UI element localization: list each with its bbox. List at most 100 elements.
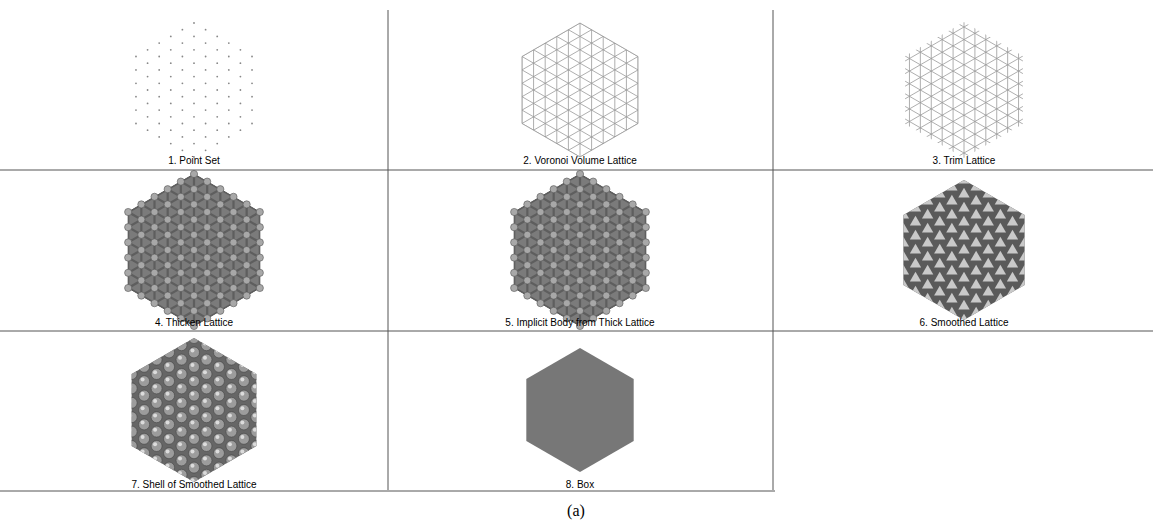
strut [0,0,454,218]
node-sphere [217,186,224,193]
shell-highlight [166,435,170,439]
node-sphere [590,300,597,307]
strut [704,0,1153,227]
point [228,82,230,84]
strut [0,0,454,233]
smooth-bump [970,223,981,233]
box-solid [526,348,633,472]
shell-highlight [178,413,182,417]
node-sphere [642,269,649,276]
strut [338,34,340,527]
point [170,76,172,78]
shell-highlight [178,471,182,475]
shell-bump [213,390,224,401]
shell-bump [189,333,200,344]
strut [320,267,840,527]
strut [320,0,840,200]
point [181,82,183,84]
node-sphere [629,246,636,253]
node-sphere [642,224,649,231]
strut [0,9,454,309]
point [170,116,172,118]
strut [320,0,840,294]
shell-highlight [191,392,195,396]
node-sphere [511,254,518,261]
strut [843,0,844,321]
shell-bump [213,361,224,372]
shell-highlight [166,406,170,410]
strut [320,206,840,506]
strut [0,0,454,294]
shell-bump [238,390,249,401]
node-sphere [629,277,636,284]
node-sphere [177,284,184,291]
node-sphere [243,292,250,299]
shell-bump [176,412,187,423]
node-sphere [217,262,224,269]
shell-bump [126,441,137,452]
node-sphere [563,193,570,200]
shell-highlight [141,421,145,425]
smooth-bump [946,293,957,303]
node-sphere [230,254,237,261]
strut [0,54,454,354]
node-sphere [190,201,197,208]
smooth-bump [922,293,933,303]
strut [320,54,840,354]
point [193,116,195,118]
shell-bump [226,383,237,394]
node-sphere [603,231,610,238]
smooth-bump [1019,251,1030,261]
shell-highlight [191,406,195,410]
lattice-struts [704,0,1153,466]
strut [920,0,921,365]
node-sphere [629,216,636,223]
node-sphere [164,277,171,284]
strut [320,7,840,307]
node-sphere [204,178,211,185]
node-sphere [190,231,197,238]
point [158,136,160,138]
smooth-bump [910,202,921,212]
node-sphere [256,224,263,231]
node-sphere [511,269,518,276]
shell-highlight [203,341,207,345]
smooth-bump [958,258,969,268]
lattice-nodes [511,170,650,329]
shell-highlight [203,370,207,374]
point [181,136,183,138]
point [181,96,183,98]
strut [320,24,840,324]
strut [320,0,840,218]
strut [704,0,1153,101]
strut [0,237,454,527]
node-sphere [616,224,623,231]
shell-bump [164,347,175,358]
shell-bump [201,455,212,466]
node-sphere [603,201,610,208]
shell-bump [139,448,150,459]
strut [298,11,300,527]
shell-highlight [203,385,207,389]
strut [320,0,840,79]
point [193,22,195,24]
shell-bump [139,376,150,387]
node-sphere [256,208,263,215]
shell-highlight [153,442,157,446]
shell-bump [213,347,224,358]
point [193,49,195,51]
strut [311,18,313,527]
strut [320,0,840,93]
strut [487,0,489,497]
strut [320,0,840,280]
shell-highlight [203,471,207,475]
node-sphere [616,300,623,307]
node-sphere [177,208,184,215]
strut [1062,0,1063,447]
strut [0,0,454,278]
panel-caption: 5. Implicit Body from Thick Lattice [390,317,770,329]
strut [320,191,840,491]
smooth-bump [958,216,969,226]
smooth-bump [983,272,994,282]
shell-bump [139,361,150,372]
